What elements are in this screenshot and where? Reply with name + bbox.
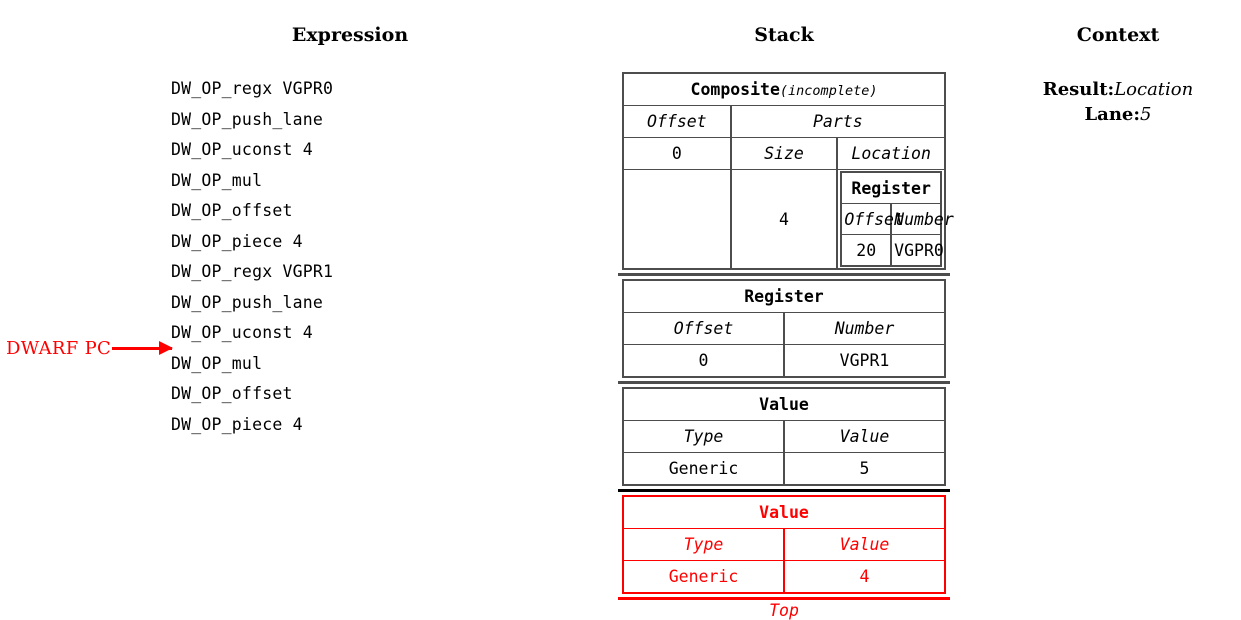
stack-top-label: Top — [769, 601, 799, 620]
arrow-right-icon — [112, 341, 174, 355]
composite-size-header: Size — [730, 137, 839, 170]
nested-register-offset-header: Offset — [841, 203, 904, 235]
register-offset-header: Offset — [624, 312, 785, 345]
expression-line: DW_OP_mul — [171, 353, 263, 373]
context-block: Result:Location Lane:5 — [1018, 77, 1218, 127]
expression-line: DW_OP_regx VGPR0 — [171, 79, 334, 98]
stack-entry-separator — [618, 381, 950, 384]
composite-part-size-value: 4 — [730, 169, 839, 268]
value-type-value: Generic — [624, 452, 785, 484]
column-header-stack: Stack — [754, 24, 814, 46]
expression-line: DW_OP_push_lane — [171, 292, 324, 312]
composite-title-suffix: (incomplete) — [779, 83, 878, 99]
stack-entry-value[interactable]: Value Type Value Generic 5 — [622, 387, 946, 486]
context-result-value: Location — [1114, 79, 1194, 100]
nested-register-number-header: Number — [891, 203, 954, 235]
composite-offset-header: Offset — [624, 105, 732, 138]
value-type-header: Type — [624, 420, 785, 453]
composite-parts-header: Parts — [730, 105, 944, 138]
value-top-value-header: Value — [784, 528, 944, 561]
context-result-key: Result: — [1042, 79, 1115, 100]
register-number-header: Number — [784, 312, 944, 345]
nested-register-offset-value: 20 — [841, 234, 893, 266]
expression-listing: DW_OP_regx VGPR0 DW_OP_push_lane DW_OP_u… — [171, 74, 471, 440]
column-header-expression: Expression — [291, 24, 409, 46]
stack-entry-register[interactable]: Register Offset Number 0 VGPR1 — [622, 279, 946, 378]
expression-line: DW_OP_uconst 4 — [171, 323, 313, 342]
stack-entry-composite[interactable]: Composite(incomplete) Offset Parts 0 Siz… — [622, 72, 954, 270]
column-header-context: Context — [1076, 24, 1160, 46]
expression-line: DW_OP_mul — [171, 170, 263, 190]
stack-entry-value-top[interactable]: Value Type Value Generic 4 — [622, 495, 946, 594]
register-number-value: VGPR1 — [839, 351, 890, 370]
nested-register-number-value: VGPR0 — [894, 240, 944, 260]
dwarf-pc-marker: DWARF PC — [6, 336, 174, 360]
stack-top-separator — [618, 597, 950, 600]
composite-offset-filler — [624, 169, 732, 268]
value-top-type-header: Type — [624, 528, 785, 561]
register-title: Register — [624, 281, 944, 313]
composite-location-header: Location — [837, 137, 944, 170]
context-lane: Lane:5 — [1018, 102, 1218, 127]
context-result: Result:Location — [1018, 77, 1218, 102]
composite-part-location: Register Offset Number 20 VGPR0 — [837, 170, 954, 269]
expression-line: DW_OP_regx VGPR1 — [171, 262, 334, 281]
stack-entry-separator — [618, 273, 950, 276]
value-title: Value — [624, 389, 944, 421]
expression-line: DW_OP_push_lane — [171, 109, 324, 129]
expression-line: DW_OP_piece 4 — [171, 414, 303, 434]
expression-line: DW_OP_uconst 4 — [171, 140, 313, 159]
stack-column: Composite(incomplete) Offset Parts 0 Siz… — [618, 72, 954, 620]
value-top-value-value: 4 — [859, 567, 870, 586]
value-top-type-value: Generic — [624, 560, 785, 592]
nested-register-title: Register — [841, 172, 941, 204]
expression-line: DW_OP_offset — [171, 384, 293, 403]
composite-title: Composite(incomplete) — [624, 74, 944, 106]
context-lane-value: 5 — [1140, 104, 1152, 125]
stack-entry-separator — [618, 489, 950, 492]
dwarf-pc-label: DWARF PC — [6, 337, 112, 359]
context-lane-key: Lane: — [1084, 104, 1141, 125]
composite-title-text: Composite — [690, 80, 780, 99]
register-offset-value: 0 — [624, 344, 785, 376]
expression-line: DW_OP_offset — [171, 201, 293, 220]
value-value-header: Value — [784, 420, 944, 453]
value-value-value: 5 — [859, 459, 870, 478]
composite-offset-value: 0 — [624, 137, 732, 170]
expression-line: DW_OP_piece 4 — [171, 231, 303, 251]
value-top-title: Value — [624, 497, 944, 529]
